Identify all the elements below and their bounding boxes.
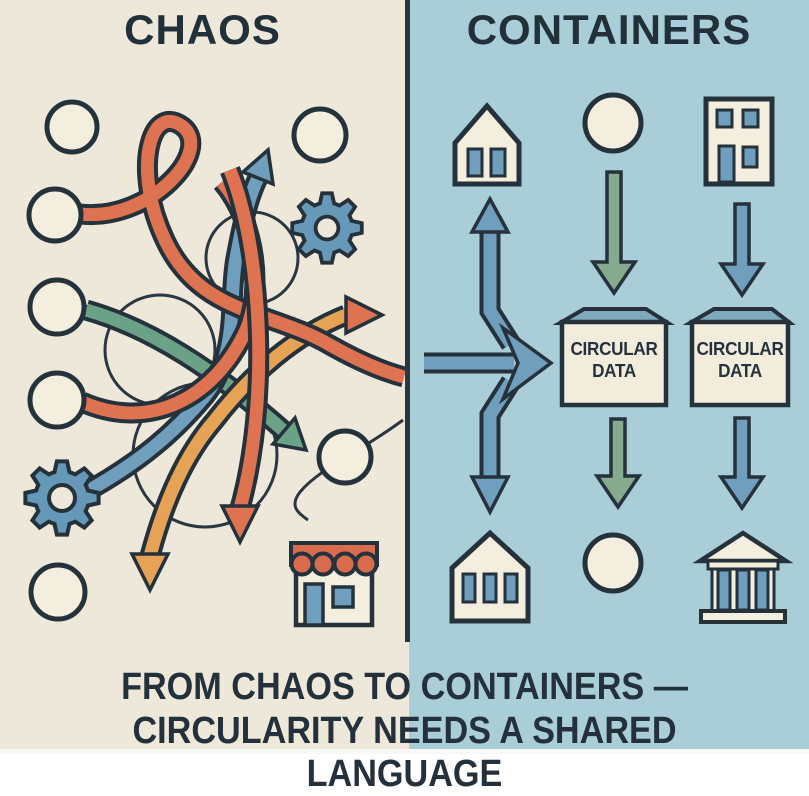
circular-data-line2: DATA xyxy=(592,361,636,381)
gear-icon xyxy=(290,191,364,265)
arrowhead-down-right-icon xyxy=(269,414,309,453)
thin-connector xyxy=(293,418,404,522)
blue-circle-icon xyxy=(44,99,100,155)
house-icon xyxy=(452,102,522,187)
caption-line-1: FROM CHAOS TO CONTAINERS — xyxy=(121,666,688,708)
chaos-nodes xyxy=(23,99,379,628)
bottom-edge xyxy=(0,749,809,754)
illustration xyxy=(23,0,796,642)
containers-title: CONTAINERS xyxy=(466,6,752,53)
green-circle-icon xyxy=(27,277,87,337)
circular-data-label: CIRCULAR DATA xyxy=(694,338,785,382)
green-circle-icon xyxy=(291,106,349,164)
warehouse-icon xyxy=(449,529,531,624)
arrowhead-up-icon xyxy=(239,146,276,187)
down-arrow-icon xyxy=(593,417,643,511)
orange-circle-icon xyxy=(28,562,88,622)
down-arrow-icon xyxy=(717,202,767,299)
down-arrow-icon xyxy=(589,170,639,297)
circular-data-label: CIRCULAR DATA xyxy=(565,338,664,382)
arrowhead-right-icon xyxy=(498,322,554,405)
circle-icon xyxy=(582,532,644,594)
building-icon xyxy=(703,96,775,187)
green-circle-icon xyxy=(316,428,374,486)
arrowhead-down-icon xyxy=(469,475,511,516)
arrowhead-right-icon xyxy=(344,294,386,336)
circular-data-box xyxy=(552,307,675,408)
panel-divider xyxy=(405,0,410,642)
circular-data-line2: DATA xyxy=(718,361,762,381)
circle-icon xyxy=(582,92,644,154)
arrowhead-up-icon xyxy=(469,195,511,234)
down-arrow-icon xyxy=(717,416,767,512)
arrowhead-down-icon xyxy=(219,504,261,546)
chaos-title: CHAOS xyxy=(124,6,281,53)
containers-flow xyxy=(424,92,796,624)
circular-data-line1: CIRCULAR xyxy=(570,339,658,359)
cream-circle-icon xyxy=(26,186,84,244)
circular-data-line1: CIRCULAR xyxy=(696,339,784,359)
storefront-icon xyxy=(289,541,379,628)
circular-data-box xyxy=(682,307,796,408)
chaos-tangle xyxy=(77,111,407,594)
bank-icon xyxy=(692,530,794,624)
blue-circle-icon xyxy=(27,370,87,430)
gear-icon xyxy=(23,459,101,537)
arrowhead-down-icon xyxy=(129,552,171,594)
